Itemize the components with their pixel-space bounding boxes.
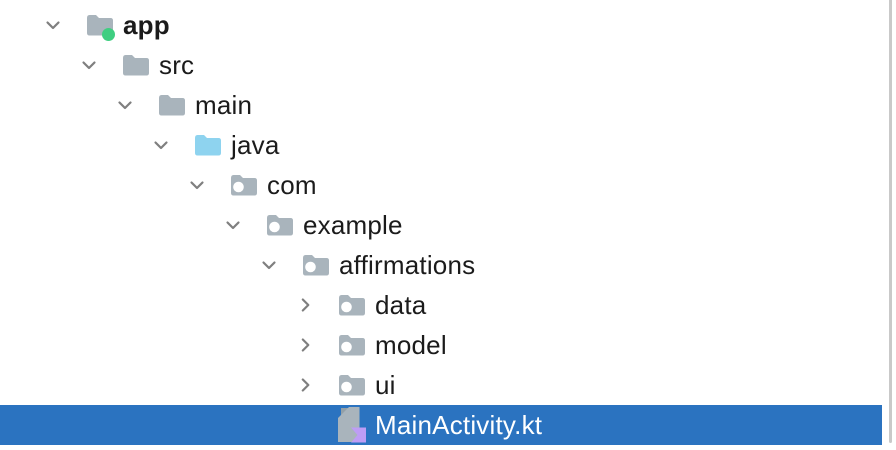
tree-item-label: MainActivity.kt (375, 409, 543, 440)
folder-icon (122, 47, 150, 83)
package-icon (338, 367, 366, 403)
tree-item-label: model (375, 329, 447, 360)
kotlin-file-icon (338, 407, 366, 443)
folder-icon (158, 87, 186, 123)
tree-row-example[interactable]: example (0, 205, 882, 245)
chevron-spacer (296, 416, 314, 434)
chevron-right-icon[interactable] (296, 376, 314, 394)
tree-item-label: affirmations (339, 249, 476, 280)
tree-row-ui[interactable]: ui (0, 365, 882, 405)
chevron-down-icon[interactable] (116, 96, 134, 114)
chevron-down-icon[interactable] (44, 16, 62, 34)
chevron-down-icon[interactable] (224, 216, 242, 234)
package-icon (230, 167, 258, 203)
chevron-right-icon[interactable] (296, 296, 314, 314)
tree-row-com[interactable]: com (0, 165, 882, 205)
tree-item-label: java (231, 129, 280, 160)
tree-row-affirmations[interactable]: affirmations (0, 245, 882, 285)
package-icon (266, 207, 294, 243)
tree-item-label: example (303, 209, 403, 240)
chevron-down-icon[interactable] (188, 176, 206, 194)
android-module-folder-icon (86, 7, 115, 43)
chevron-down-icon[interactable] (80, 56, 98, 74)
chevron-down-icon[interactable] (260, 256, 278, 274)
tree-row-src[interactable]: src (0, 45, 882, 85)
package-icon (338, 287, 366, 323)
source-folder-icon (194, 127, 222, 163)
tree-item-label: app (123, 9, 170, 40)
tree-row-model[interactable]: model (0, 325, 882, 365)
tree-row-java[interactable]: java (0, 125, 882, 165)
tree-item-label: data (375, 289, 427, 320)
tree-row-main[interactable]: main (0, 85, 882, 125)
tree-row-mainactivity-kt[interactable]: MainActivity.kt (0, 405, 882, 445)
package-icon (302, 247, 330, 283)
tree-item-label: ui (375, 369, 396, 400)
tree-row-app[interactable]: app (0, 5, 882, 45)
tree-item-label: main (195, 89, 253, 120)
tree-row-data[interactable]: data (0, 285, 882, 325)
tree-item-label: com (267, 169, 317, 200)
chevron-down-icon[interactable] (152, 136, 170, 154)
chevron-right-icon[interactable] (296, 336, 314, 354)
package-icon (338, 327, 366, 363)
panel-divider[interactable] (889, 0, 892, 443)
tree-item-label: src (159, 49, 195, 80)
